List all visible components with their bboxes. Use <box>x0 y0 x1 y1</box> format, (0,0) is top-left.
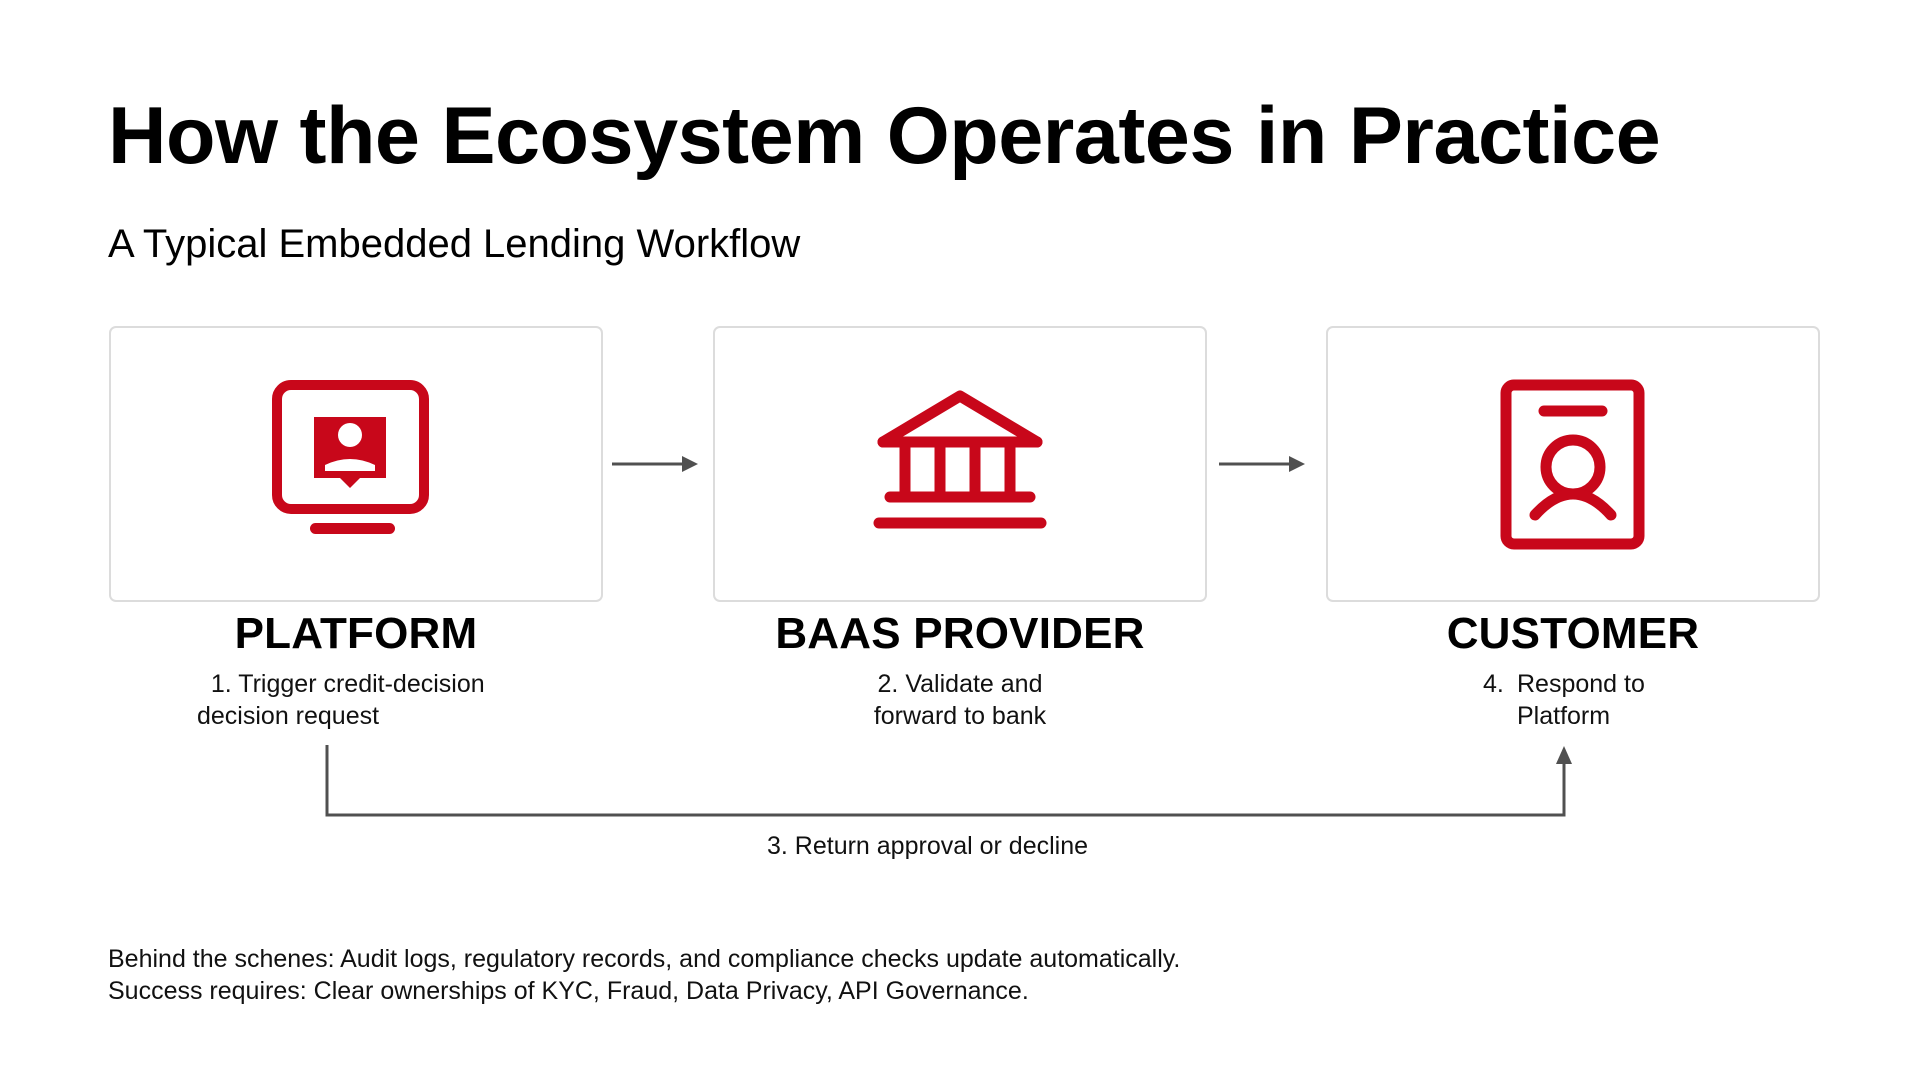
footer-note-1: Behind the schenes: Audit logs, regulato… <box>108 945 1181 973</box>
bank-icon <box>873 390 1047 529</box>
monitor-user-icon <box>272 380 429 534</box>
return-connector-label: 3. Return approval or decline <box>767 832 1089 860</box>
id-badge-icon <box>1500 379 1645 549</box>
platform-card <box>109 326 603 602</box>
step-number: 1. <box>210 670 232 698</box>
step-line: Platform <box>1517 702 1611 730</box>
baas-provider-step: 2. Validate and forward to bank <box>713 668 1207 732</box>
customer-title: CUSTOMER <box>1446 609 1700 658</box>
step-number: 2. <box>877 670 899 698</box>
return-connector <box>325 745 1572 817</box>
arrow-right-icon <box>1219 456 1305 472</box>
page-title: How the Ecosystem Operates in Practice <box>108 91 1661 181</box>
step-line: decision request <box>197 702 380 730</box>
platform-title: PLATFORM <box>234 609 478 658</box>
customer-card <box>1326 326 1820 602</box>
step-line: Validate and <box>905 670 1043 698</box>
page-subtitle: A Typical Embedded Lending Workflow <box>108 222 801 266</box>
step-line: Trigger credit-decision <box>238 670 485 698</box>
footer-note-2: Success requires: Clear ownerships of KY… <box>108 977 1029 1005</box>
step-line: Respond to <box>1517 670 1645 698</box>
baas-provider-card <box>713 326 1207 602</box>
arrow-right-icon <box>612 456 698 472</box>
platform-step: 1. Trigger credit-decision decision requ… <box>197 668 485 732</box>
step-number: 4. <box>1483 670 1504 698</box>
step-line: forward to bank <box>873 702 1047 730</box>
arrow-up-icon <box>1556 746 1572 764</box>
customer-step: 4. Respond to Platform <box>1483 668 1645 732</box>
baas-provider-title: BAAS PROVIDER <box>775 609 1145 658</box>
